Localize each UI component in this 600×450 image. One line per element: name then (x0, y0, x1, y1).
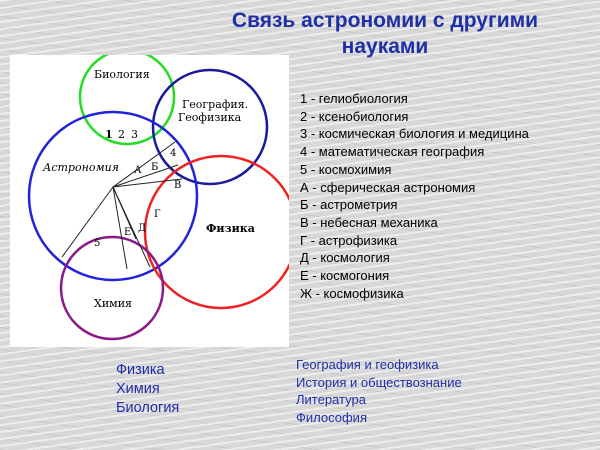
legend-item: 3 - космическая биология и медицина (300, 126, 529, 142)
legend-item: Б - астрометрия (300, 197, 398, 213)
legend-item: Г - астрофизика (300, 232, 398, 248)
mark-v: В (174, 180, 181, 191)
line-b (112, 164, 179, 188)
astronomy-circle (27, 110, 199, 282)
legend-item: Е - космогония (300, 268, 390, 284)
line-d (112, 186, 137, 240)
venn-diagram: Биология География. Геофизика Астрономия… (10, 48, 299, 347)
mark-g: Г (154, 209, 161, 220)
chemistry-circle (59, 235, 165, 341)
legend-item: 2 - ксенобиология (300, 108, 409, 124)
slide-title: Связь астрономии с другими науками (190, 8, 580, 60)
sciences-list: Физика Химия Биология (116, 361, 179, 418)
related-fields-item: История и обществознание (296, 374, 462, 390)
related-fields-list: География и геофизика История и общество… (296, 356, 462, 426)
legend-item: В - небесная механика (300, 214, 438, 230)
chemistry-label: Химия (94, 297, 132, 310)
related-fields-item: Философия (296, 409, 367, 425)
mark-5: 5 (94, 238, 100, 249)
line-a (112, 141, 176, 188)
title-line-2: науками (341, 35, 429, 58)
geography-label-2: Геофизика (178, 111, 242, 124)
legend-list: 1 - гелиобиология 2 - ксенобиология 3 - … (300, 90, 595, 302)
sciences-list-item: Химия (116, 381, 160, 397)
legend-item: 1 - гелиобиология (300, 91, 408, 106)
legend-item: 5 - космохимия (300, 161, 392, 177)
legend-item: Д - космология (300, 250, 390, 266)
physics-label: Физика (206, 222, 255, 235)
mark-b: Б (151, 162, 158, 173)
mark-d: Д (138, 223, 146, 234)
mark-e: Е (124, 227, 131, 238)
mark-1: 1 (105, 128, 113, 141)
geography-label-1: География. (182, 98, 248, 111)
related-fields-item: Литература (296, 392, 366, 407)
geography-circle (151, 68, 269, 186)
astronomy-label: Астрономия (42, 161, 119, 174)
line-5 (61, 186, 114, 258)
mark-4: 4 (170, 148, 176, 159)
mark-a: А (134, 165, 142, 176)
legend-item: А - сферическая астрономия (300, 179, 476, 195)
line-e (112, 186, 128, 270)
legend-item: Ж - космофизика (300, 285, 404, 301)
title-line-1: Связь астрономии с другими (231, 9, 539, 32)
sciences-list-item: Физика (116, 362, 165, 378)
section-lines (61, 141, 183, 270)
sciences-list-item: Биология (116, 400, 180, 416)
mark-3: 3 (131, 128, 138, 141)
legend-item: 4 - математическая география (300, 144, 485, 160)
line-v (112, 178, 183, 188)
related-fields-item: География и геофизика (296, 357, 439, 372)
mark-2: 2 (118, 128, 125, 141)
biology-label: Биология (94, 68, 150, 81)
venn-diagram-svg: Биология География. Геофизика Астрономия… (27, 48, 299, 341)
